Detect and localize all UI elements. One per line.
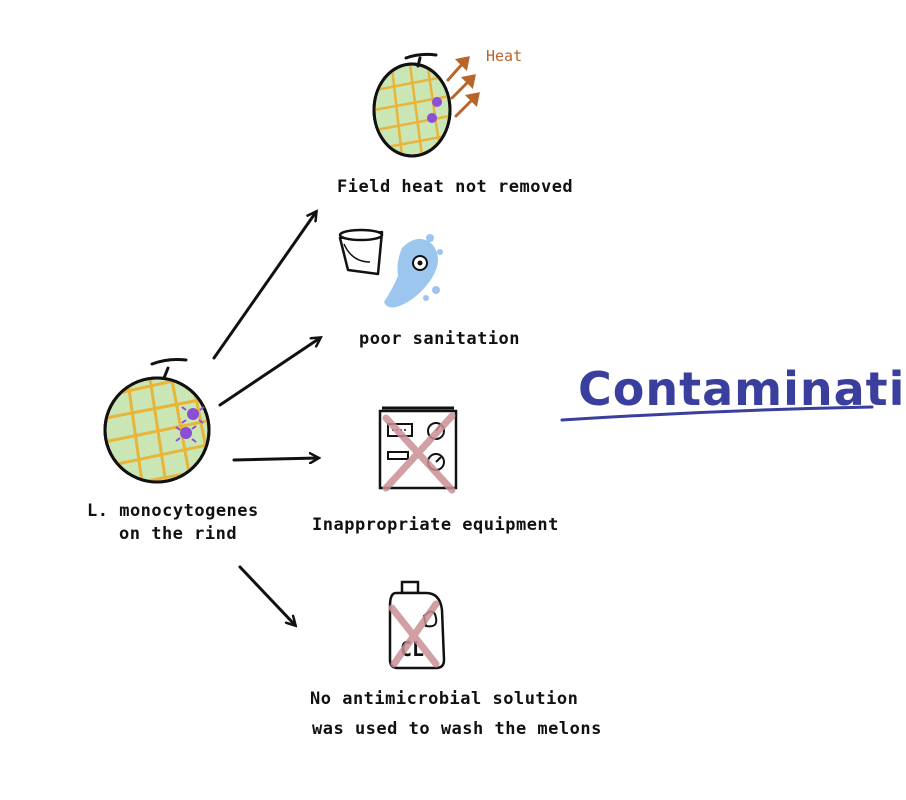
arrow-to-equipment — [232, 458, 318, 460]
arrows — [212, 212, 320, 625]
antimicrobial-label-line1: No antimicrobial solution — [310, 689, 578, 709]
arrow-to-sanitation — [218, 338, 320, 407]
arrow-to-antimicrobial — [238, 565, 295, 625]
chlorine-bottle-icon: CL — [388, 580, 446, 670]
field-heat-label: Field heat not removed — [337, 177, 573, 197]
field-heat-melon-icon — [372, 52, 452, 158]
antimicrobial-label-line2: was used to wash the melons — [312, 719, 602, 739]
sanitation-label: poor sanitation — [359, 329, 520, 349]
source-melon-icon — [103, 358, 211, 484]
heat-annotation: Heat — [486, 47, 522, 65]
bacteria-icon — [175, 406, 205, 443]
water-splash-icon — [384, 234, 443, 308]
equipment-label: Inappropriate equipment — [312, 515, 559, 535]
equipment-icon — [378, 406, 458, 494]
source-label-line1: L. monocytogenes — [87, 501, 259, 521]
source-label-line2: on the rind — [119, 524, 237, 544]
heat-arrows-icon — [446, 56, 480, 118]
bucket-icon — [338, 228, 384, 276]
title-underline — [560, 405, 874, 422]
cross-icon — [382, 412, 456, 494]
arrow-to-field-heat — [212, 212, 316, 360]
cross-icon — [388, 600, 440, 668]
title-group: Contamination — [560, 362, 906, 422]
